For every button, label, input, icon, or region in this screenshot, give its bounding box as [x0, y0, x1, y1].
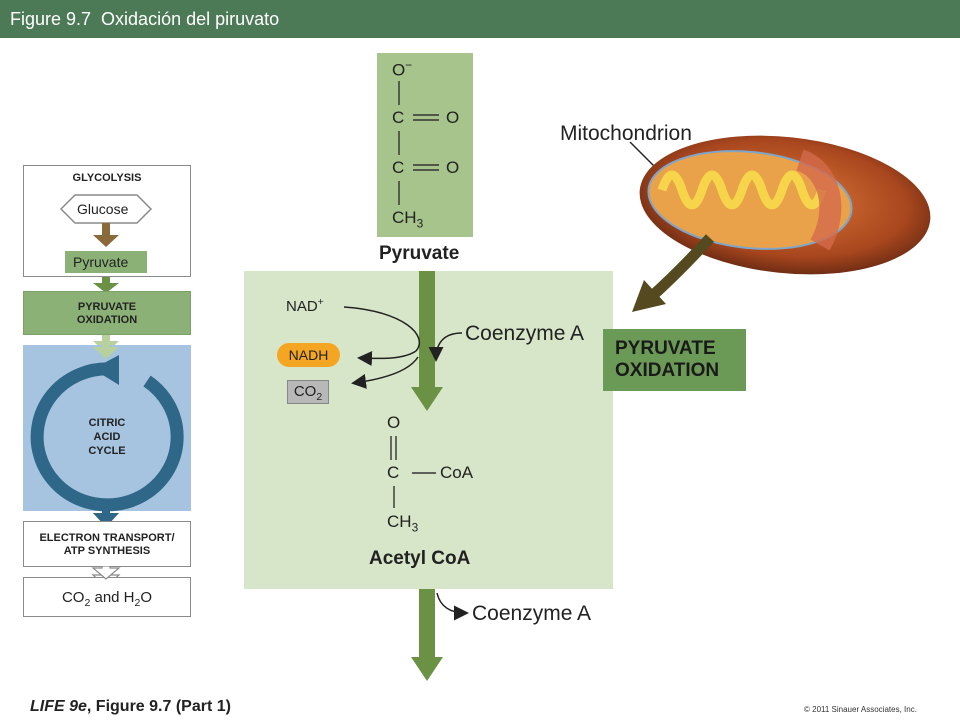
title-bar: Figure 9.7 Oxidación del piruvato	[0, 0, 960, 38]
copyright: © 2011 Sinauer Associates, Inc.	[804, 705, 917, 714]
mitochondrion-inner	[647, 150, 853, 250]
main-green-shaft	[419, 271, 435, 389]
pyruvate-small-box	[65, 251, 147, 273]
glucose-arrow	[93, 223, 119, 247]
nadh-badge: NADH	[277, 343, 340, 367]
glucose-hexagon	[59, 194, 153, 224]
coenzyme-a-in-label: Coenzyme A	[465, 322, 585, 345]
figure-number: Figure 9.7	[10, 8, 92, 29]
mitochondrion-illustration	[629, 135, 931, 312]
citric-arrowhead	[93, 355, 119, 385]
acetyl-c: C	[387, 463, 400, 482]
nad-label: NAD+	[286, 296, 324, 315]
arrow-into-citric	[93, 335, 119, 359]
mitochondrion-label: Mitochondrion	[560, 122, 692, 145]
glycolysis-label: GLYCOLYSIS	[72, 172, 142, 184]
citric-ring	[30, 362, 184, 512]
stage-line1: PYRUVATE	[615, 338, 716, 359]
pyruvate-oxidation-stage-box: PYRUVATE OXIDATION	[603, 329, 746, 391]
co2-badge: CO2	[287, 380, 329, 404]
citric-label2: ACID	[93, 431, 121, 443]
etc-label2: ATP SYNTHESIS	[63, 545, 151, 557]
acetyl-coa-label: Acetyl CoA	[369, 548, 471, 569]
overview-products-box: CO2 and H2O	[23, 577, 191, 617]
arrow-to-oxidation	[93, 277, 119, 293]
bottom-green-shaft	[419, 589, 435, 659]
citric-label3: CYCLE	[88, 445, 126, 457]
overview-etc-box: ELECTRON TRANSPORT/ ATP SYNTHESIS	[23, 521, 191, 567]
pyruvate-structure-box	[377, 53, 473, 237]
overview-pyruvate-oxidation-box: PYRUVATE OXIDATION	[23, 291, 191, 335]
mitochondrion-arrow-head	[632, 280, 666, 312]
pyruvate-o-minus: O−	[392, 58, 413, 80]
etc-label1: ELECTRON TRANSPORT/	[39, 532, 175, 544]
pyruvate-ch3: CH3	[392, 208, 424, 231]
pyruvate-label: Pyruvate	[379, 243, 460, 264]
glucose-label: Glucose	[77, 201, 129, 217]
nad-curve	[343, 306, 421, 352]
nadh-curve	[357, 350, 417, 366]
coenzyme-a-out-curve	[436, 592, 469, 621]
pyruvate-bonds	[398, 81, 439, 205]
citric-exit-arrow	[93, 505, 119, 527]
co2-curve	[351, 356, 419, 389]
acetyl-bonds	[390, 436, 436, 508]
products-arrow-overlay	[91, 566, 121, 580]
pyruvate-c1: C	[392, 108, 405, 127]
mitochondrion-cristae	[657, 170, 827, 210]
citric-label1: CITRIC	[88, 417, 126, 429]
mitochondrion-arrow-shaft	[646, 234, 715, 303]
acetyl-coa: CoA	[440, 463, 474, 482]
products-label: CO2 and H2O	[61, 589, 153, 609]
pyruvate-o1: O	[446, 108, 460, 127]
coenzyme-a-in-curve	[428, 332, 463, 362]
acetyl-ch3: CH3	[387, 512, 419, 535]
main-green-head	[411, 387, 443, 411]
mitochondrion-cut-face	[795, 149, 842, 251]
pyruvate-c2: C	[392, 158, 405, 177]
pyruvate-o2: O	[446, 158, 460, 177]
stage-line2: OXIDATION	[615, 360, 720, 381]
figure-title: Oxidación del piruvato	[101, 8, 280, 29]
citric-overlay	[30, 335, 184, 527]
acetyl-o: O	[387, 413, 401, 432]
reaction-arrows	[343, 271, 469, 681]
overview-pyruvate-oxidation-label2: OXIDATION	[76, 314, 138, 326]
figure-credit: LIFE 9e, Figure 9.7 (Part 1)	[30, 698, 231, 715]
overview-pyruvate-oxidation-label1: PYRUVATE	[77, 301, 137, 313]
coenzyme-a-out-label: Coenzyme A	[472, 602, 592, 625]
bottom-green-head	[411, 657, 443, 681]
pyruvate-small-label: Pyruvate	[73, 254, 129, 270]
